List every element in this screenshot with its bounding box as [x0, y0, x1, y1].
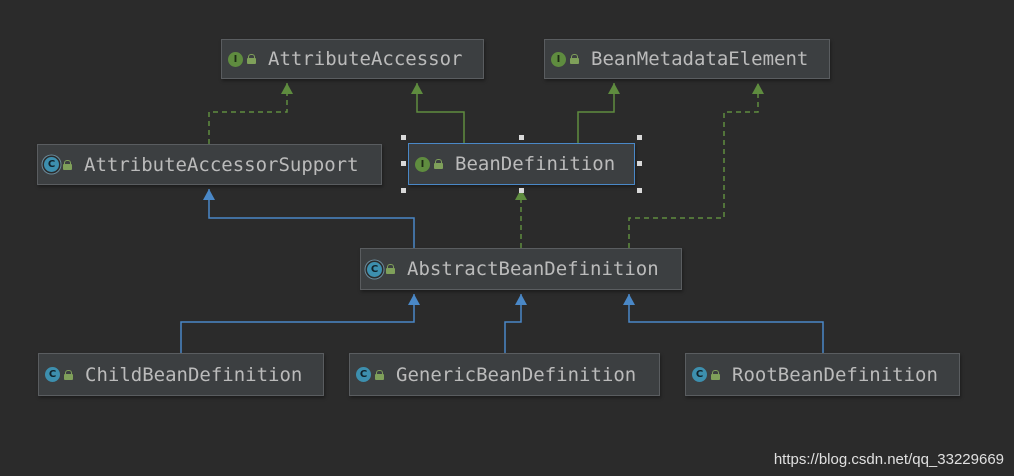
- arrowhead: [281, 83, 293, 94]
- arrowhead: [408, 294, 420, 305]
- lock-open-icon: [570, 54, 579, 64]
- edge-extends: [628, 294, 824, 353]
- node-label: BeanMetadataElement: [591, 48, 809, 70]
- arrowhead: [515, 294, 527, 305]
- selection-handle[interactable]: [401, 161, 406, 166]
- abstract-class-icon: C: [44, 157, 59, 172]
- selection-handle[interactable]: [401, 188, 406, 193]
- lock-open-icon: [247, 54, 256, 64]
- edge-implements: [628, 83, 759, 248]
- interface-icon: I: [228, 51, 243, 67]
- node-attribute-accessor[interactable]: I AttributeAccessor: [221, 39, 484, 79]
- node-generic-bean-definition[interactable]: C GenericBeanDefinition: [349, 353, 660, 396]
- selection-handle[interactable]: [519, 188, 524, 193]
- watermark: https://blog.csdn.net/qq_33229669: [773, 451, 1004, 468]
- node-bean-metadata-element[interactable]: I BeanMetadataElement: [544, 39, 830, 79]
- node-label: RootBeanDefinition: [732, 363, 938, 386]
- abstract-class-icon: C: [367, 261, 382, 277]
- edge-extends: [504, 294, 522, 353]
- edge-extends-interface: [416, 83, 465, 143]
- selection-handle[interactable]: [637, 188, 642, 193]
- arrowhead: [411, 83, 423, 94]
- selection-handle[interactable]: [519, 135, 524, 140]
- arrowhead: [608, 83, 620, 94]
- node-label: AbstractBeanDefinition: [407, 258, 659, 280]
- interface-icon: I: [551, 51, 566, 67]
- lock-open-icon: [386, 264, 395, 274]
- arrowhead: [623, 294, 635, 305]
- arrowhead: [515, 189, 527, 200]
- selection-handle[interactable]: [637, 135, 642, 140]
- interface-icon: I: [415, 156, 430, 172]
- edge-extends: [208, 189, 415, 248]
- node-label: ChildBeanDefinition: [85, 363, 303, 386]
- lock-open-icon: [375, 369, 384, 380]
- class-icon: C: [356, 367, 371, 382]
- selection-handle[interactable]: [401, 135, 406, 140]
- node-child-bean-definition[interactable]: C ChildBeanDefinition: [38, 353, 324, 396]
- node-label: AttributeAccessor: [268, 48, 463, 70]
- edge-extends-interface: [577, 83, 615, 143]
- edge-implements: [208, 83, 288, 144]
- lock-open-icon: [434, 159, 443, 169]
- arrowhead: [752, 83, 764, 94]
- node-label: AttributeAccessorSupport: [84, 153, 359, 176]
- lock-open-icon: [711, 369, 720, 380]
- selection-handle[interactable]: [637, 161, 642, 166]
- class-icon: C: [45, 367, 60, 382]
- arrowhead: [203, 189, 215, 200]
- node-bean-definition[interactable]: I BeanDefinition: [408, 143, 635, 185]
- edge-extends: [180, 294, 415, 353]
- node-abstract-bean-definition[interactable]: C AbstractBeanDefinition: [360, 248, 682, 290]
- lock-open-icon: [63, 159, 72, 170]
- node-root-bean-definition[interactable]: C RootBeanDefinition: [685, 353, 960, 396]
- node-label: BeanDefinition: [455, 153, 616, 175]
- node-attribute-accessor-support[interactable]: C AttributeAccessorSupport: [37, 144, 382, 185]
- class-icon: C: [692, 367, 707, 382]
- lock-open-icon: [64, 369, 73, 380]
- node-label: GenericBeanDefinition: [396, 363, 637, 386]
